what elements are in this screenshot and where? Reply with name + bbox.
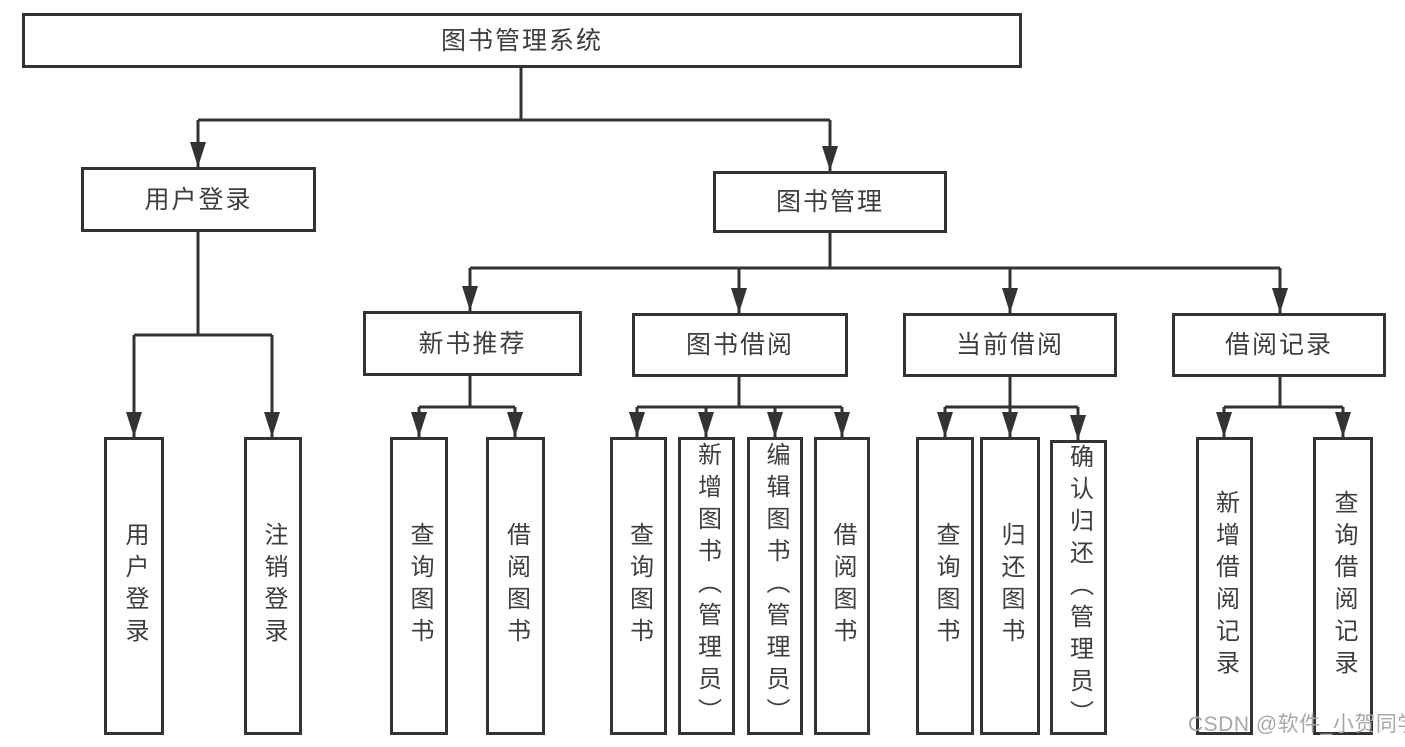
leaf-add-book-admin-label: 新增图书（管理员） (693, 442, 721, 730)
node-user-login: 用户登录 (81, 167, 316, 232)
leaf-borrow-books-label: 借阅图书 (829, 522, 856, 650)
leaf-return-book-label: 归还图书 (997, 522, 1024, 650)
node-new-book-recommend: 新书推荐 (363, 311, 582, 376)
node-borrow-records: 借阅记录 (1172, 313, 1386, 377)
leaf-logout: 注销登录 (244, 437, 302, 735)
node-user-login-label: 用户登录 (144, 185, 253, 214)
leaf-edit-book-admin: 编辑图书（管理员） (747, 437, 803, 735)
leaf-query-borrow-record: 查询借阅记录 (1313, 437, 1373, 735)
leaf-query-books-recommend: 查询图书 (390, 437, 448, 735)
leaf-query-books-recommend-label: 查询图书 (406, 522, 433, 650)
leaf-borrow-books: 借阅图书 (814, 437, 870, 735)
node-book-management-label: 图书管理 (775, 188, 884, 216)
leaf-logout-label: 注销登录 (260, 522, 287, 650)
leaf-query-books-current: 查询图书 (916, 437, 974, 735)
leaf-add-borrow-record: 新增借阅记录 (1196, 437, 1253, 735)
leaf-confirm-return-admin-label: 确认归还（管理员） (1065, 443, 1093, 732)
arrowheads (126, 142, 1351, 440)
node-borrow-records-label: 借阅记录 (1224, 331, 1333, 359)
node-book-borrow-label: 图书借阅 (685, 331, 794, 359)
connector-book-management-children (468, 233, 1282, 313)
connector-root-to-level2 (196, 68, 832, 171)
node-current-borrow-label: 当前借阅 (955, 331, 1064, 359)
connector-new-book-children (417, 376, 517, 437)
leaf-confirm-return-admin: 确认归还（管理员） (1050, 440, 1107, 735)
leaf-return-book: 归还图书 (980, 437, 1040, 735)
leaf-user-login: 用户登录 (104, 437, 164, 735)
leaf-query-books-borrow: 查询图书 (610, 437, 667, 735)
leaf-borrow-books-recommend: 借阅图书 (486, 437, 545, 735)
node-root-label: 图书管理系统 (440, 26, 603, 55)
leaf-edit-book-admin-label: 编辑图书（管理员） (762, 442, 789, 730)
node-current-borrow: 当前借阅 (903, 313, 1117, 377)
leaf-query-books-current-label: 查询图书 (932, 522, 959, 650)
node-book-management: 图书管理 (713, 171, 947, 233)
node-book-borrow: 图书借阅 (632, 313, 848, 377)
connector-user-login-children (132, 232, 274, 437)
csdn-watermark: CSDN @软件_小贺同学 (1188, 713, 1405, 736)
node-root: 图书管理系统 (22, 13, 1022, 68)
connector-book-borrow-children (635, 377, 844, 437)
leaf-query-books-borrow-label: 查询图书 (625, 522, 653, 650)
leaf-add-book-admin: 新增图书（管理员） (678, 437, 735, 735)
leaf-add-borrow-record-label: 新增借阅记录 (1211, 490, 1239, 682)
connector-borrow-records-children (1222, 377, 1345, 437)
leaf-user-login-label: 用户登录 (121, 522, 148, 650)
leaf-borrow-books-recommend-label: 借阅图书 (502, 522, 530, 650)
node-new-book-recommend-label: 新书推荐 (418, 329, 527, 358)
leaf-query-borrow-record-label: 查询借阅记录 (1330, 490, 1357, 682)
